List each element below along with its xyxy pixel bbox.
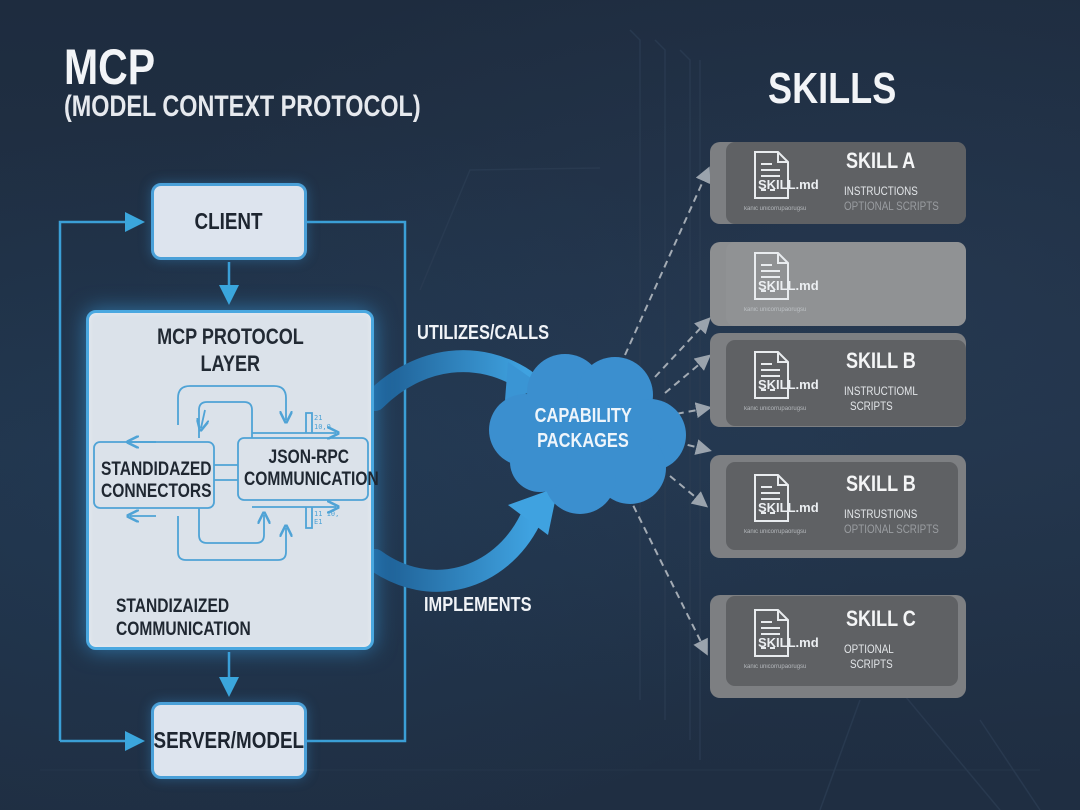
implements-label: IMPLEMENTS	[424, 594, 532, 616]
document-icon	[754, 609, 789, 657]
skill-fine-print: kanic unicorrupaorugsu	[744, 664, 807, 670]
implements-arrowhead	[508, 487, 558, 535]
skill-detail-line: INSTRUSTIONS	[844, 507, 918, 521]
utilizes-calls-label: UTILIZES/CALLS	[417, 322, 550, 344]
skill-detail-line: OPTIONAL SCRIPTS	[844, 522, 939, 536]
document-icon	[754, 351, 789, 399]
skill-detail-line: SCRIPTS	[850, 657, 893, 671]
skill-fine-print: kanic unicorrupaorugsu	[744, 529, 807, 535]
skills-title: SKILLS	[768, 64, 897, 113]
json-rpc-label: JSON-RPC COMMUNICATION	[244, 447, 379, 490]
skill-name: SKILL B	[846, 348, 916, 373]
skill-md-filename: SKILL.md	[758, 177, 819, 192]
page-subtitle: (MODEL CONTEXT PROTOCOL)	[64, 90, 421, 123]
dashed-link-skill-b1-lower	[664, 402, 712, 419]
dashed-link-skill-b2-lower	[669, 475, 709, 508]
page-title: MCP	[64, 39, 156, 95]
document-icon	[754, 252, 789, 300]
skill-md-filename: SKILL.md	[758, 635, 819, 650]
capability-cloud	[489, 354, 686, 514]
utilizes-arc	[364, 350, 536, 411]
standardized-connectors-label: STANDIDAZED CONNECTORS	[101, 459, 212, 502]
skill-detail-line: OPTIONAL SCRIPTS	[844, 199, 939, 213]
dashed-link-skill-2	[654, 317, 711, 378]
skill-card-panel	[726, 462, 958, 550]
skill-fine-print: kanic unicorrupaorugsu	[744, 307, 807, 313]
skill-md-filename: SKILL.md	[758, 278, 819, 293]
capability-packages-label: CAPABILITY PACKAGES	[534, 405, 632, 452]
skill-fine-print: kanic unicorrupaorugsu	[744, 206, 807, 212]
skill-detail-line: OPTIONAL	[844, 642, 894, 656]
protocol-inner-arrows: 21 10,0 11 10, E1	[93, 385, 369, 561]
protocol-layer-title: MCP PROTOCOL LAYER	[156, 324, 304, 376]
skill-card-panel	[726, 340, 966, 426]
skill-detail-line: INSTRUCTIOML	[844, 384, 918, 398]
svg-text:11 10,: 11 10,	[314, 510, 339, 518]
skill-fine-print: kanic unicorrupaorugsu	[744, 406, 807, 412]
skill-detail-line: INSTRUCTIONS	[844, 184, 918, 198]
client-label: CLIENT	[194, 208, 264, 234]
skill-md-filename: SKILL.md	[758, 500, 819, 515]
implements-arc	[364, 509, 541, 592]
skill-name: SKILL A	[846, 148, 916, 173]
dashed-link-skill-b1	[664, 354, 712, 394]
server-model-node: SERVER/MODEL	[151, 702, 307, 779]
server-model-label: SERVER/MODEL	[153, 727, 305, 753]
document-icon	[754, 151, 789, 199]
svg-text:21: 21	[314, 414, 322, 422]
skill-md-filename: SKILL.md	[758, 377, 819, 392]
outer-loop	[58, 212, 407, 751]
skill-name: SKILL C	[846, 606, 916, 631]
svg-text:E1: E1	[314, 518, 322, 526]
skill-name: SKILL B	[846, 471, 916, 496]
skill-detail-line: SCRIPTS	[850, 399, 893, 413]
skill-card-panel	[726, 242, 966, 326]
standardized-communication-label: STANDIZAIZED COMMUNICATION	[116, 596, 251, 640]
dashed-link-skill-a	[624, 166, 711, 356]
svg-text:10,0: 10,0	[314, 423, 331, 431]
skill-card-panel	[726, 142, 966, 224]
dashed-link-skill-c	[627, 494, 708, 656]
document-icon	[754, 474, 789, 522]
client-node: CLIENT	[151, 183, 307, 260]
mcp-protocol-layer: MCP PROTOCOL LAYER	[86, 310, 379, 650]
